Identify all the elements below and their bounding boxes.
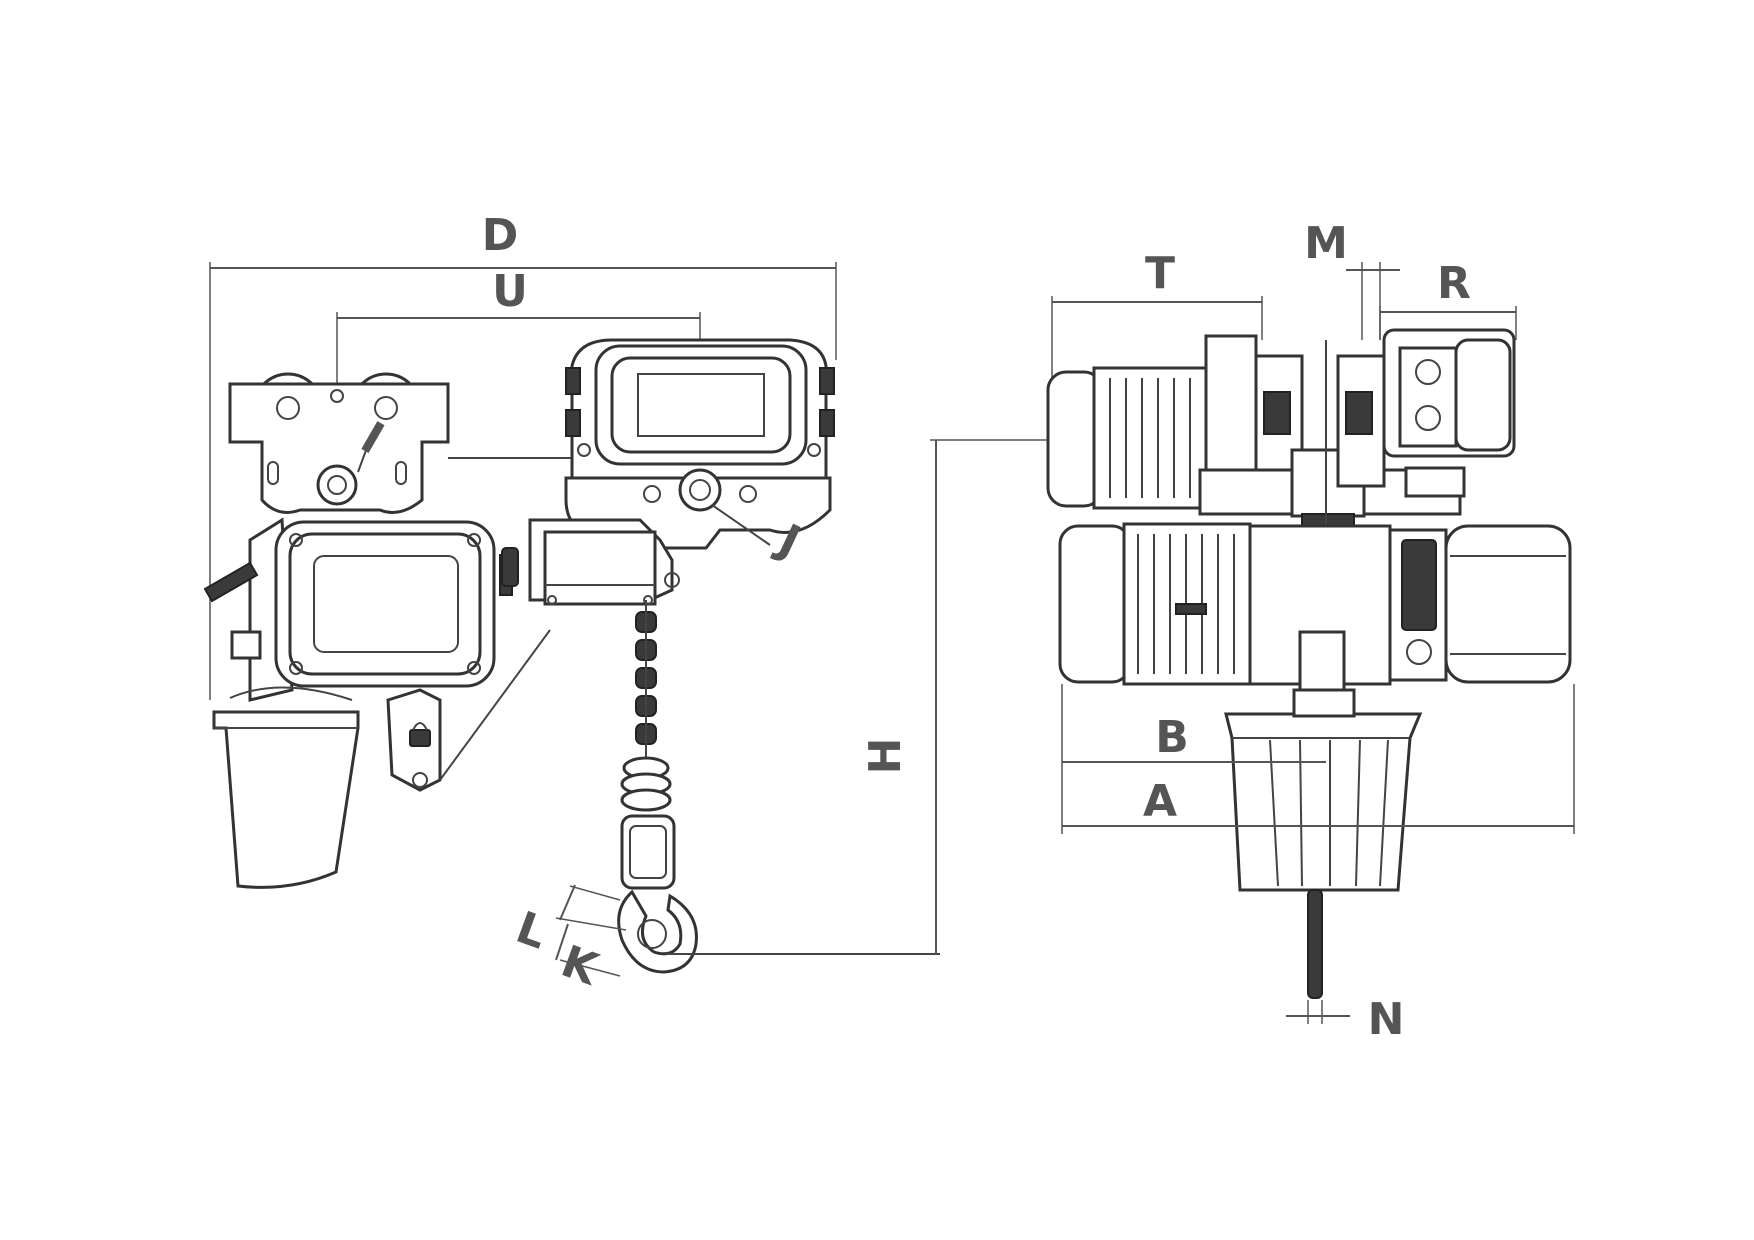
- label-k: K: [555, 936, 606, 996]
- label-t: T: [1145, 248, 1175, 299]
- dimension-r: R: [1379, 258, 1517, 340]
- upper-travel-motor-right: [1336, 328, 1516, 498]
- label-m: M: [1304, 218, 1348, 269]
- dimension-u: U: [336, 266, 701, 470]
- dimension-l-k: L K: [510, 884, 627, 996]
- dimension-n: N: [1286, 994, 1404, 1045]
- label-d: D: [482, 210, 519, 261]
- trolley-plate: I: [228, 372, 580, 514]
- load-chain: [635, 600, 657, 760]
- label-a: A: [1143, 776, 1177, 827]
- hook-block: [617, 756, 940, 974]
- label-h: H: [860, 738, 911, 775]
- lower-gearbox: [1248, 524, 1572, 694]
- side-view: D U I: [203, 210, 1062, 996]
- label-r: R: [1437, 258, 1471, 309]
- control-box: [501, 518, 680, 606]
- dimension-d: D: [209, 210, 837, 700]
- dimension-b: B: [1061, 684, 1326, 834]
- chain-bucket-front: [1224, 688, 1423, 892]
- label-l: L: [510, 902, 554, 960]
- lower-hoist-motor: [1058, 522, 1252, 686]
- front-view: T M R: [1046, 218, 1575, 1045]
- dimension-a: A: [1062, 684, 1575, 834]
- lower-hoist-body: [203, 517, 513, 702]
- dimension-h: H: [860, 439, 1062, 954]
- label-n: N: [1368, 994, 1405, 1045]
- dimension-t: T: [1051, 248, 1263, 380]
- chain-bucket: [212, 686, 360, 889]
- label-u: U: [492, 266, 528, 317]
- dimension-m: M: [1304, 218, 1400, 340]
- label-b: B: [1155, 712, 1189, 763]
- side-bracket: [386, 629, 551, 792]
- front-chain: [1307, 889, 1323, 1024]
